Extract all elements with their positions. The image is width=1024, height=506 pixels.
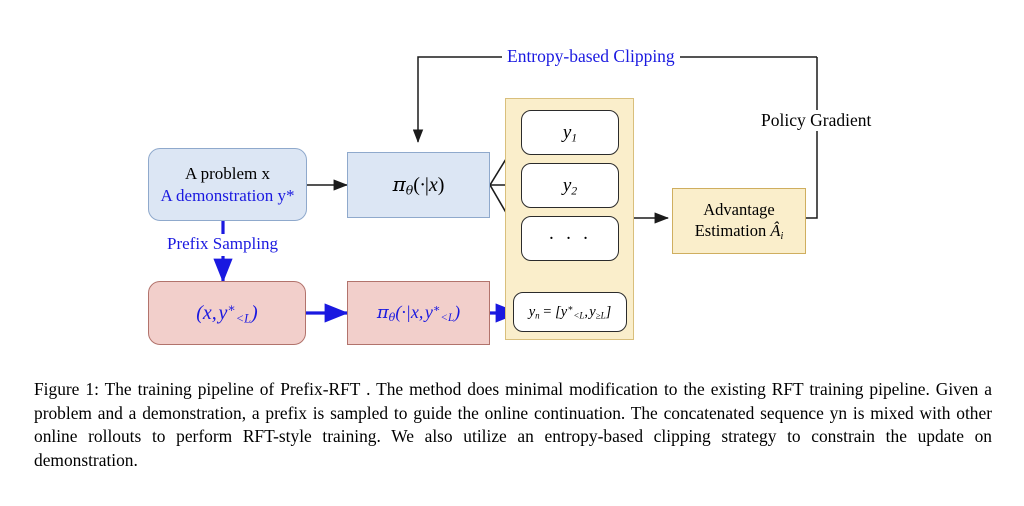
caption-text: The training pipeline of Prefix-RFT . Th… — [34, 379, 992, 471]
policy-prefix-label: πθ(·|x, y∗<L) — [376, 302, 461, 325]
node-input-box[interactable]: A problem x A demonstration y* — [148, 148, 307, 221]
label-entropy-based-clipping: Entropy-based Clipping — [502, 46, 680, 67]
caption-figure-number: Figure 1: — [34, 379, 99, 399]
node-policy-online[interactable]: πθ(·|x) — [347, 152, 490, 218]
input-demonstration-line: A demonstration y* — [160, 185, 295, 205]
rollout-concat-label: yn = [y∗<L, y≥L] — [528, 303, 612, 321]
prefix-pair-label: (x, y∗<L) — [196, 300, 258, 325]
edge-entropy-clipping — [412, 56, 817, 143]
input-problem-line: A problem x — [185, 164, 270, 184]
rollout-ellipsis-label: · · · — [548, 227, 592, 249]
node-policy-prefix[interactable]: πθ(·|x, y∗<L) — [347, 281, 490, 345]
label-prefix-sampling: Prefix Sampling — [165, 234, 280, 254]
advantage-line-1: Advantage — [703, 200, 775, 220]
node-prefix-pair[interactable]: (x, y∗<L) — [148, 281, 306, 345]
edge-policy-gradient — [806, 57, 818, 219]
node-rollout-2[interactable]: y2 — [521, 163, 619, 208]
advantage-line-2: Estimation Âi — [694, 221, 784, 242]
figure-diagram: A problem x A demonstration y* πθ(·|x) (… — [148, 46, 875, 345]
node-rollout-ellipsis[interactable]: · · · — [521, 216, 619, 261]
rollout-1-label: y1 — [562, 121, 578, 144]
policy-online-label: πθ(·|x) — [392, 172, 445, 198]
node-rollout-concat[interactable]: yn = [y∗<L, y≥L] — [513, 292, 627, 332]
figure-caption: Figure 1: The training pipeline of Prefi… — [34, 378, 992, 473]
label-policy-gradient: Policy Gradient — [758, 110, 875, 131]
node-advantage-estimation[interactable]: Advantage Estimation Âi — [672, 188, 806, 254]
rollout-2-label: y2 — [562, 174, 578, 197]
advantage-estimation-word: Estimation — [694, 221, 767, 240]
node-rollout-1[interactable]: y1 — [521, 110, 619, 155]
